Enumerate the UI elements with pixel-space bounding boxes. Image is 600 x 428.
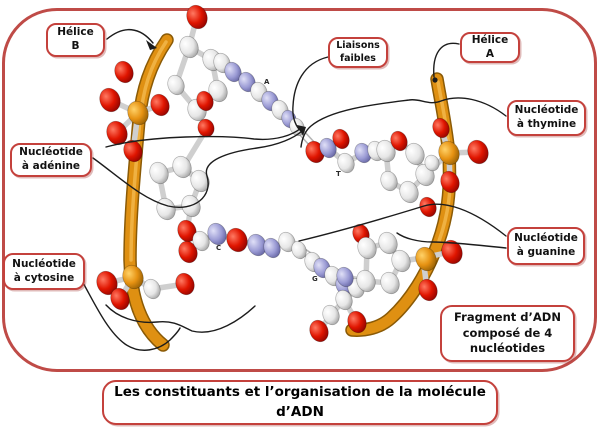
cytosine-letter: C — [216, 244, 221, 252]
guanine-callout-1 — [298, 203, 507, 242]
helice-b-arrowhead — [146, 40, 157, 50]
molecule-atoms — [96, 4, 489, 343]
label-fragment-adn: Fragment d’ADN composé de 4 nucléotides — [440, 305, 575, 362]
guanine-callout-2 — [396, 232, 507, 249]
label-liaisons-faibles: Liaisons faibles — [328, 37, 388, 68]
label-nucleotide-thymine: Nucléotide à thymine — [507, 100, 586, 136]
adenine-callout-1 — [105, 127, 302, 148]
base-letters: A T C G — [216, 78, 341, 283]
label-nucleotide-cytosine: Nucléotide à cytosine — [3, 253, 85, 290]
adenine-callout-2 — [92, 130, 303, 208]
cytosine-callout-1 — [81, 280, 181, 351]
thymine-callout — [300, 97, 507, 148]
cytosine-callout-2 — [105, 304, 256, 333]
helice-a-arrow-dot — [432, 77, 438, 83]
label-helice-b: Hélice B — [46, 23, 105, 57]
thymine-letter: T — [336, 170, 341, 178]
liaisons-arrowhead — [297, 125, 306, 136]
helice-a-arrow — [433, 42, 460, 78]
helice-b-arrow — [106, 29, 154, 44]
label-nucleotide-adenine: Nucléotide à adénine — [10, 143, 92, 177]
adenine-letter: A — [264, 78, 270, 86]
diagram-frame — [2, 8, 597, 372]
callout-lines — [81, 29, 507, 351]
label-helice-a: Hélice A — [460, 32, 520, 63]
diagram-title: Les constituants et l’organisation de la… — [102, 380, 498, 425]
label-nucleotide-guanine: Nucléotide à guanine — [507, 227, 585, 265]
guanine-letter: G — [312, 275, 318, 283]
liaisons-arrow — [292, 56, 329, 132]
